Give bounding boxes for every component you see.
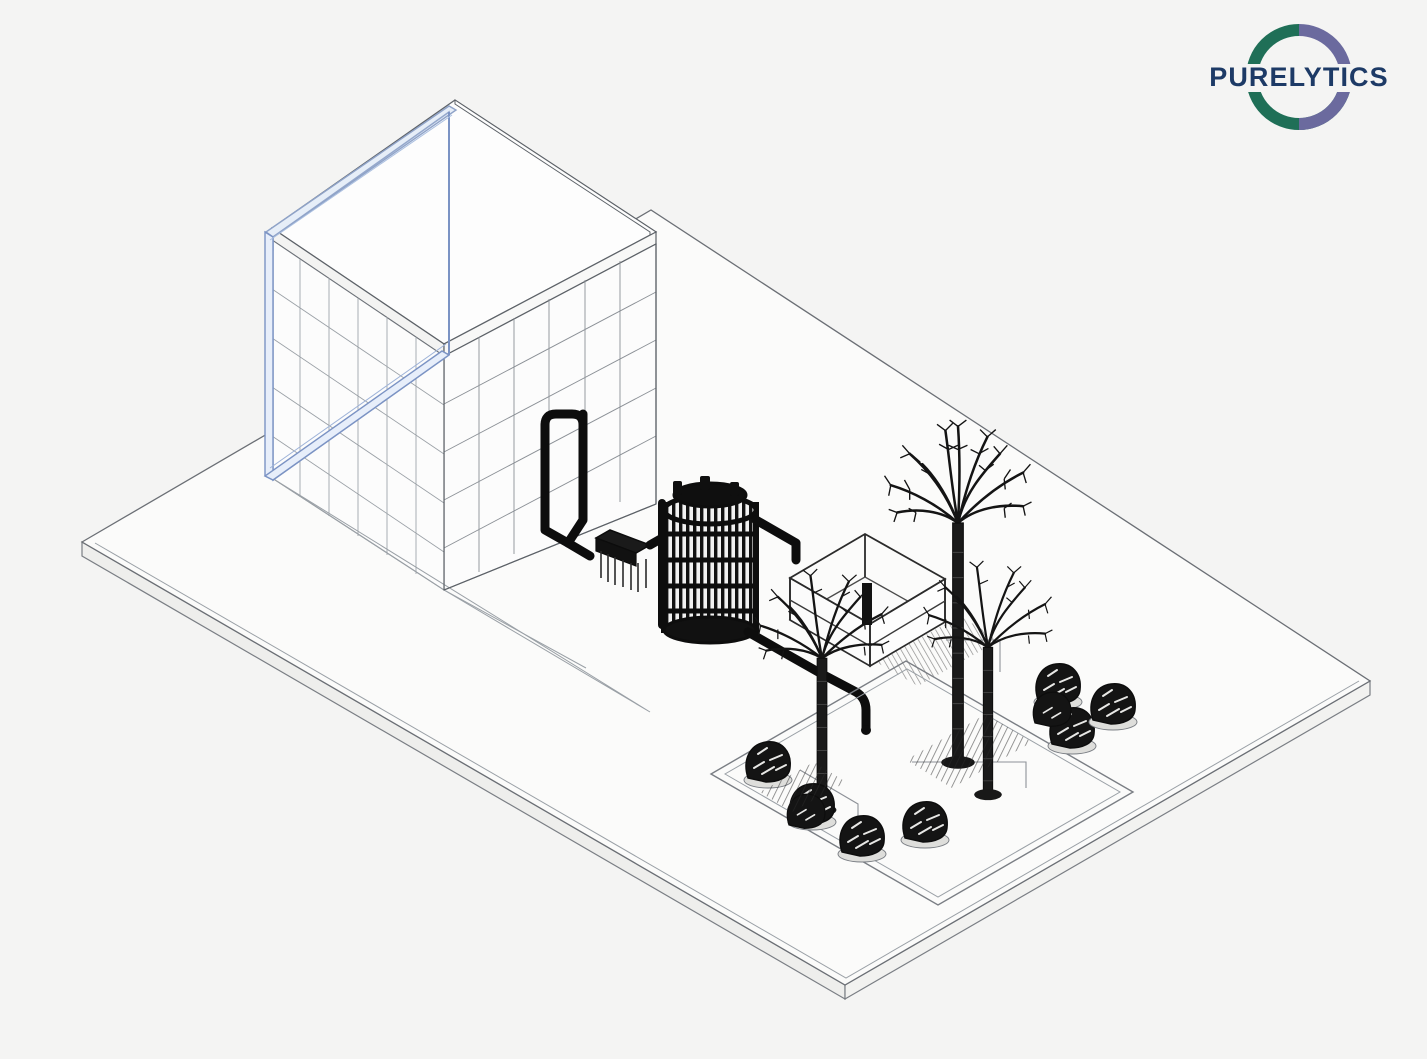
shrub-group <box>743 663 1138 863</box>
shrub-cluster <box>900 801 950 849</box>
planter-ground-shadows <box>760 714 1032 812</box>
shadow-hatch-a <box>906 714 1032 788</box>
palm-fronds <box>759 574 883 660</box>
palm-frond-leaflets <box>754 568 890 660</box>
tank-bottom <box>662 615 758 645</box>
logo-wordmark-backdrop <box>1199 64 1399 92</box>
palm-frond-leaflets <box>923 560 1053 648</box>
pipe-elbow-top-a <box>540 409 588 430</box>
shrub-cluster <box>1032 691 1072 727</box>
tank-top-nozzles <box>673 476 739 496</box>
shrub-cluster <box>1047 707 1097 755</box>
skid-legs <box>600 551 647 592</box>
process-piping-wall <box>540 409 595 561</box>
tank-drain-pipe <box>743 627 871 735</box>
palm-fronds <box>928 566 1047 649</box>
glass-frame-left <box>264 230 274 482</box>
glass-top-rail <box>269 114 453 241</box>
process-tank-vessel <box>645 476 871 735</box>
slab-inner-rim <box>94 542 1360 979</box>
palm-trunk <box>952 522 964 764</box>
pipe-end-cap <box>861 725 871 735</box>
purelytics-logo[interactable]: PURELYTICS <box>1199 18 1399 136</box>
glass-bottom-rail <box>269 343 447 469</box>
rack-inner-unit <box>862 583 872 625</box>
palm-frond-leaflets <box>883 419 1032 523</box>
glass-curtain-wall-panel <box>263 105 458 482</box>
palm-root-ball <box>974 789 1002 801</box>
pipe-riser-b <box>563 409 595 561</box>
shadow-hatch-b <box>760 762 846 812</box>
facility-building <box>263 99 658 713</box>
tank-bands <box>666 531 754 614</box>
skid-side <box>595 537 637 567</box>
building-base-line <box>443 503 657 591</box>
shrub-cluster <box>837 815 887 863</box>
palm-fronds <box>889 425 1025 525</box>
shrub-cluster <box>1088 683 1138 731</box>
pipe-riser-a <box>540 420 573 548</box>
glass-bottom-mullion <box>263 350 451 481</box>
logo-wordmark: PURELYTICS <box>1209 62 1389 92</box>
building-wall-grid-left <box>271 259 445 574</box>
shrub-cluster <box>743 741 793 789</box>
building-roof-plane <box>454 99 657 237</box>
tank-outlet-pipe <box>751 515 801 565</box>
